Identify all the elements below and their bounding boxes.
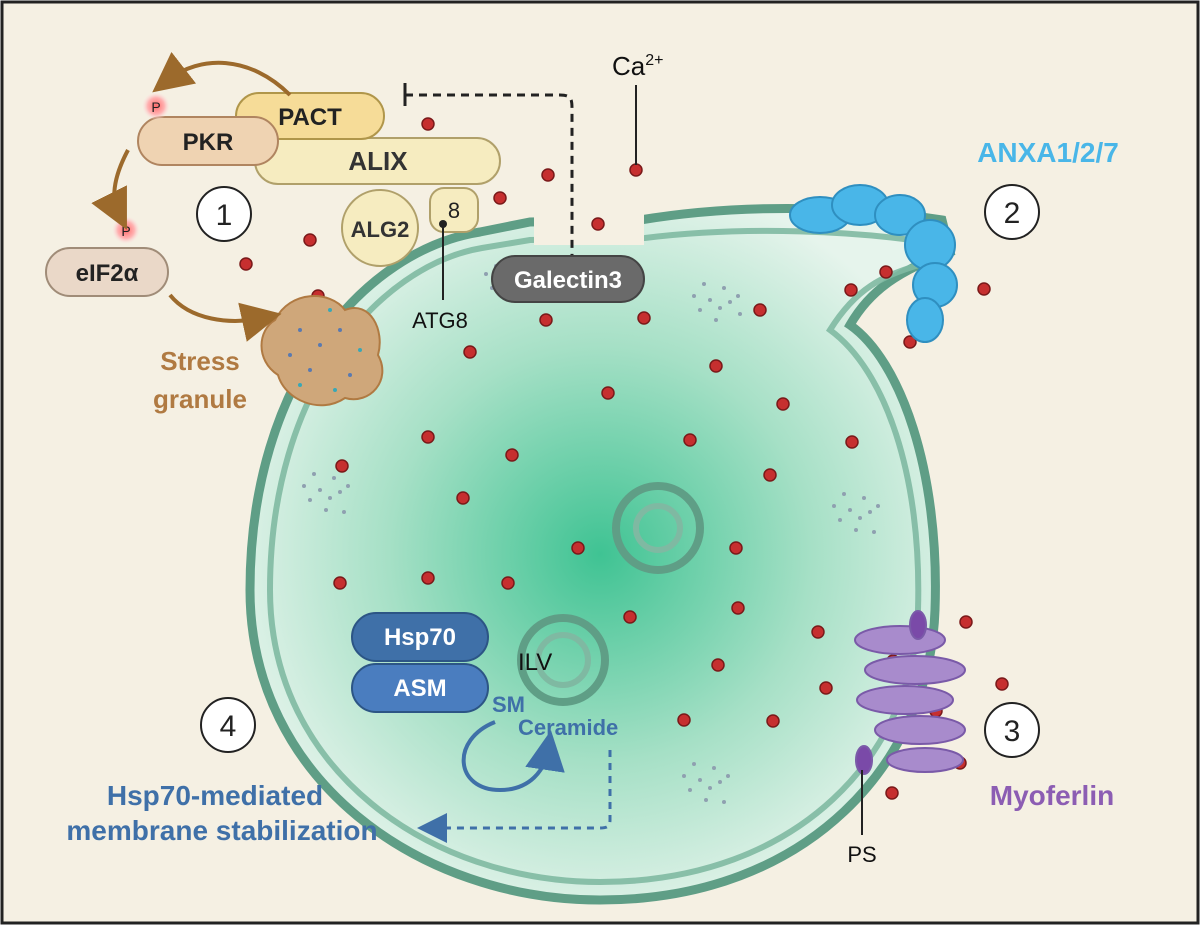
alg2-circle xyxy=(341,189,419,267)
eif2a-phospho-arrow xyxy=(91,149,130,230)
calcium-ion-dot xyxy=(456,491,470,505)
membrane-rupture-gap xyxy=(534,205,644,245)
calcium-ion-dot xyxy=(463,345,477,359)
stress-granule-label-line1: Stress xyxy=(160,346,240,376)
ps-label: PS xyxy=(847,842,876,867)
step-2: 2 xyxy=(1004,197,1021,230)
sm-ceramide-cycle-arrow xyxy=(461,720,565,793)
calcium-ion-dot xyxy=(844,283,858,297)
calcium-ion-dot xyxy=(977,282,991,296)
calcium-ion-dot xyxy=(995,677,1009,691)
calcium-ion-dot xyxy=(683,433,697,447)
pact-label: PACT xyxy=(278,104,342,131)
calcium-ion-dot xyxy=(591,217,605,231)
eif2a-phospho-label: P xyxy=(121,223,130,239)
calcium-ion-dot xyxy=(421,430,435,444)
calcium-label: Ca2+ xyxy=(612,51,664,81)
stress-granule-arrow xyxy=(168,293,282,342)
calcium-ion-dot xyxy=(766,714,780,728)
anxa-label: ANXA1/2/7 xyxy=(977,137,1119,168)
intralumenal-vesicle xyxy=(612,482,704,574)
myoferlin-protein-icon xyxy=(854,610,966,775)
calcium-ion-dot xyxy=(629,163,643,177)
calcium-ion-dot xyxy=(493,191,507,205)
calcium-ion-dot xyxy=(637,311,651,325)
sm-label: SM xyxy=(492,692,525,717)
calcium-ion-dot xyxy=(539,313,553,327)
ceramide-label: Ceramide xyxy=(518,715,618,740)
calcium-ion-dot xyxy=(819,681,833,695)
hsp70-label: Hsp70 xyxy=(384,624,456,651)
hsp70-box xyxy=(351,612,489,662)
calcium-ion-dot xyxy=(885,786,899,800)
alix-complex: ALIX PACT PKR ALG2 8 ATG8 xyxy=(137,92,501,333)
asm-box xyxy=(351,663,489,713)
pkr-activation-arrow xyxy=(152,51,292,97)
step-1: 1 xyxy=(216,199,233,232)
stress-granule-icon xyxy=(260,295,384,407)
ilv-label: ILV xyxy=(518,649,552,676)
galectin3-inhibition-line xyxy=(405,93,574,258)
calcium-ion-dot xyxy=(677,713,691,727)
calcium-ion-dot xyxy=(601,386,615,400)
calcium-ion-dot xyxy=(753,303,767,317)
membrane-stabilization-arrow xyxy=(417,750,612,843)
step-4: 4 xyxy=(220,710,237,743)
calcium-ion-dot xyxy=(729,541,743,555)
calcium-ion-dot xyxy=(623,610,637,624)
calcium-ion-dot xyxy=(776,397,790,411)
atg8-label: ATG8 xyxy=(412,308,468,333)
myoferlin-label: Myoferlin xyxy=(990,780,1114,811)
calcium-ion-dot xyxy=(505,448,519,462)
calcium-ion-dot xyxy=(709,359,723,373)
calcium-ion-dot xyxy=(421,117,435,131)
calcium-ion-dot xyxy=(421,571,435,585)
calcium-ion-dot xyxy=(501,576,515,590)
annexin-protein-icon xyxy=(789,184,958,343)
asm-label: ASM xyxy=(393,675,446,702)
calcium-ion-dot xyxy=(335,459,349,473)
eif2a-label: eIF2α xyxy=(76,260,139,287)
alg2-label: ALG2 xyxy=(351,217,410,242)
calcium-ion-dot xyxy=(763,468,777,482)
atg8-box-label: 8 xyxy=(448,198,460,223)
intralumenal-vesicle-inner xyxy=(633,503,683,553)
pkr-phospho-label: P xyxy=(151,99,160,115)
calcium-ion-icon xyxy=(239,117,1009,800)
calcium-ion-dot xyxy=(959,615,973,629)
calcium-ion-dot xyxy=(541,168,555,182)
calcium-ion-dot xyxy=(333,576,347,590)
hsp-mechanism-line1: Hsp70-mediated xyxy=(107,780,323,811)
step-badges: 1 2 3 4 xyxy=(196,184,1040,758)
calcium-ion-dot xyxy=(711,658,725,672)
calcium-ion-dot xyxy=(731,601,745,615)
alix-label: ALIX xyxy=(348,146,408,176)
ilv-vesicle-inner xyxy=(535,632,591,688)
hsp-mechanism-line2: membrane stabilization xyxy=(66,815,377,846)
calcium-ion-dot xyxy=(239,257,253,271)
pkr-box xyxy=(137,116,279,166)
galectin3-label: Galectin3 xyxy=(514,267,622,294)
calcium-ion-dot xyxy=(571,541,585,555)
calcium-ion-dot xyxy=(303,233,317,247)
calcium-ion-dot xyxy=(845,435,859,449)
calcium-ion-dot xyxy=(811,625,825,639)
calcium-ion-dot xyxy=(903,335,917,349)
pkr-label: PKR xyxy=(183,129,234,156)
eif2a-box xyxy=(45,247,169,297)
ilv-vesicle xyxy=(517,614,609,706)
step-3: 3 xyxy=(1004,715,1021,748)
stress-granule-label-line2: granule xyxy=(153,384,247,414)
calcium-ion-dot xyxy=(879,265,893,279)
galectin3-box xyxy=(491,255,645,303)
